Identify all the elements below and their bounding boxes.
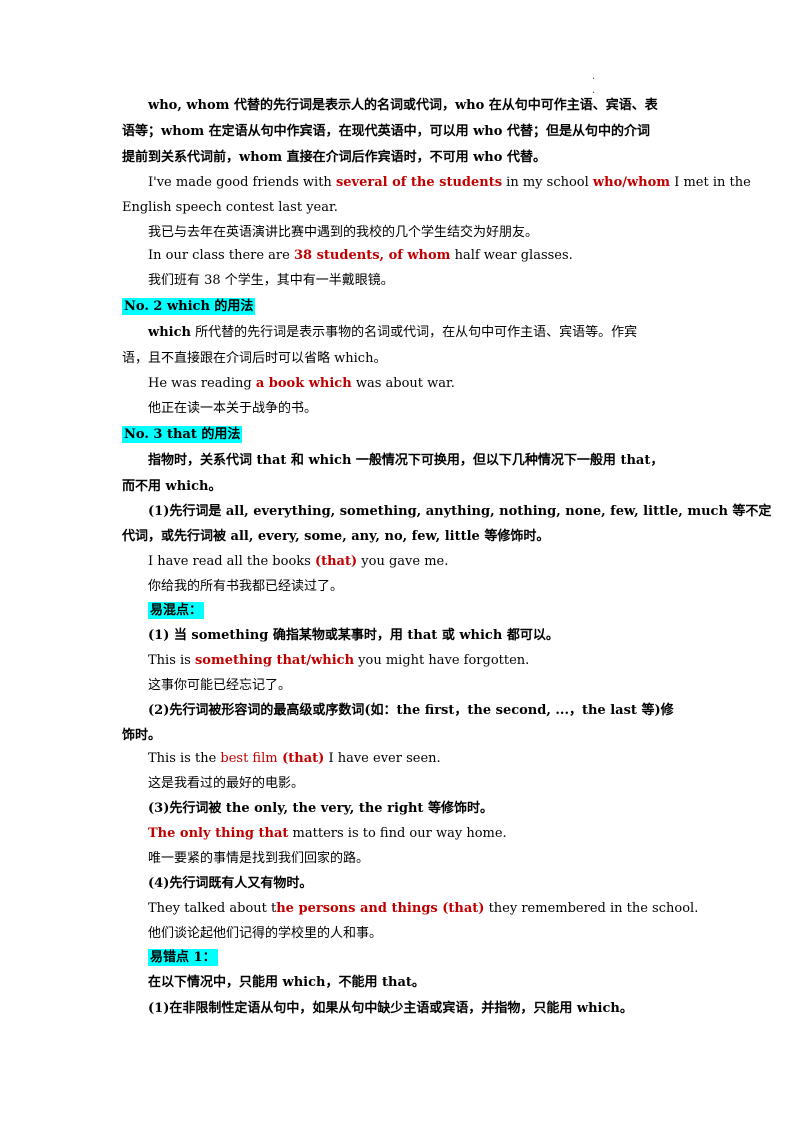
translation-6: 这是我看过的最好的电影。	[148, 776, 305, 791]
example-text: I met in the	[670, 175, 751, 190]
para-text: 所代替的先行词是表示事物的名词或代词，在从句中可作主语、宾语等。作宾	[190, 325, 638, 340]
example-2: In our class there are 38 students, of w…	[148, 246, 682, 266]
subheading-error-point: 易错点 1：	[148, 948, 682, 968]
highlight-red: (that)	[277, 751, 325, 766]
translation-7: 唯一要紧的事情是找到我们回家的路。	[148, 851, 370, 866]
translation-8: 他们谈论起他们记得的学校里的人和事。	[148, 926, 383, 941]
example-7: The only thing that matters is to find o…	[148, 824, 682, 844]
para-that-line2: 而不用 which。	[122, 479, 222, 494]
para-which-line2: 语，且不直接跟在介词后时可以省略 which。	[122, 351, 387, 366]
example-text: He was reading	[148, 376, 256, 391]
para-that-line1: 指物时，关系代词 that 和 which 一般情况下可换用，但以下几种情况下一…	[148, 453, 664, 468]
highlight-red: several of the students	[335, 175, 503, 190]
highlight-red: (that)	[314, 554, 358, 569]
example-5: This is something that/which you might h…	[148, 651, 682, 671]
rule-1-line1: (1)先行词是 all, everything, something, anyt…	[148, 504, 772, 519]
translation-1: 我已与去年在英语演讲比赛中遇到的我校的几个学生结交为好朋友。	[148, 225, 539, 240]
para-who-whom-line3: 提前到关系代词前，whom 直接在介词后作宾语时，不可用 who 代替。	[122, 150, 546, 165]
heading-highlight: No. 3 that 的用法	[122, 426, 243, 443]
example-text: they remembered in the school.	[484, 901, 699, 916]
example-3: He was reading a book which was about wa…	[148, 374, 682, 394]
rule-4: (4)先行词既有人又有物时。	[148, 876, 313, 891]
translation-3: 他正在读一本关于战争的书。	[148, 401, 318, 416]
example-8: They talked about the persons and things…	[148, 899, 698, 919]
example-text: I have ever seen.	[324, 751, 441, 766]
example-text: in my school	[502, 175, 593, 190]
heading-highlight: 易错点 1：	[148, 949, 218, 966]
para-who-whom-line1: who, whom 代替的先行词是表示人的名词或代词，who 在从句中可作主语、…	[148, 98, 658, 113]
rule-non-restrictive: (1)在非限制性定语从句中，如果从句中缺少主语或宾语，并指物，只能用 which…	[148, 1001, 633, 1016]
example-1-line2: English speech contest last year.	[122, 200, 338, 215]
example-text: They talked about t	[148, 901, 277, 916]
example-text: half wear glasses.	[450, 248, 573, 263]
keyword-which: which	[148, 325, 191, 340]
rule-something: (1) 当 something 确指某物或某事时，用 that 或 which …	[148, 628, 559, 643]
translation-2: 我们班有 38 个学生，其中有一半戴眼镜。	[148, 273, 394, 288]
para-which-line1: which 所代替的先行词是表示事物的名词或代词，在从句中可作主语、宾语等。作宾	[148, 323, 682, 343]
heading-highlight: No. 2 which 的用法	[122, 298, 256, 315]
example-text: I've made good friends with	[148, 175, 336, 190]
rule-3: (3)先行词被 the only, the very, the right 等修…	[148, 801, 493, 816]
example-4: I have read all the books (that) you gav…	[148, 552, 682, 572]
example-text: In our class there are	[148, 248, 294, 263]
rule-1-line2: 代词，或先行词被 all, every, some, any, no, few,…	[122, 529, 550, 544]
example-text: This is the	[148, 751, 221, 766]
example-text: you gave me.	[357, 554, 449, 569]
heading-highlight: 易混点：	[148, 602, 205, 619]
highlight-red: 38 students, of whom	[293, 248, 451, 263]
rule-which-only: 在以下情况中，只能用 which，不能用 that。	[148, 975, 425, 990]
example-text: was about war.	[351, 376, 455, 391]
rule-2-line2: 饰时。	[122, 728, 162, 743]
example-text: matters is to find our way home.	[288, 826, 507, 841]
section-heading-that: No. 3 that 的用法	[122, 425, 682, 445]
corner-dots: ..	[592, 71, 596, 96]
example-text: I have read all the books	[148, 554, 315, 569]
example-6: This is the best film (that) I have ever…	[148, 749, 682, 769]
translation-5: 这事你可能已经忘记了。	[148, 678, 292, 693]
highlight-red: something that/which	[194, 653, 355, 668]
example-1-line1: I've made good friends with several of t…	[148, 173, 751, 193]
example-text: you might have forgotten.	[354, 653, 530, 668]
highlight-red: best film	[220, 751, 278, 766]
translation-4: 你给我的所有书我都已经读过了。	[148, 579, 344, 594]
highlight-red: a book which	[255, 376, 352, 391]
highlight-red: he persons and things (that)	[276, 901, 485, 916]
rule-2-line1: (2)先行词被形容词的最高级或序数词(如：the first，the secon…	[148, 703, 674, 718]
highlight-red: who/whom	[592, 175, 671, 190]
example-text: This is	[148, 653, 195, 668]
section-heading-which: No. 2 which 的用法	[122, 297, 682, 317]
subheading-confusing-point: 易混点：	[148, 601, 682, 621]
highlight-red: The only thing that	[148, 826, 289, 841]
para-who-whom-line2: 语等；whom 在定语从句中作宾语，在现代英语中，可以用 who 代替；但是从句…	[122, 124, 650, 139]
